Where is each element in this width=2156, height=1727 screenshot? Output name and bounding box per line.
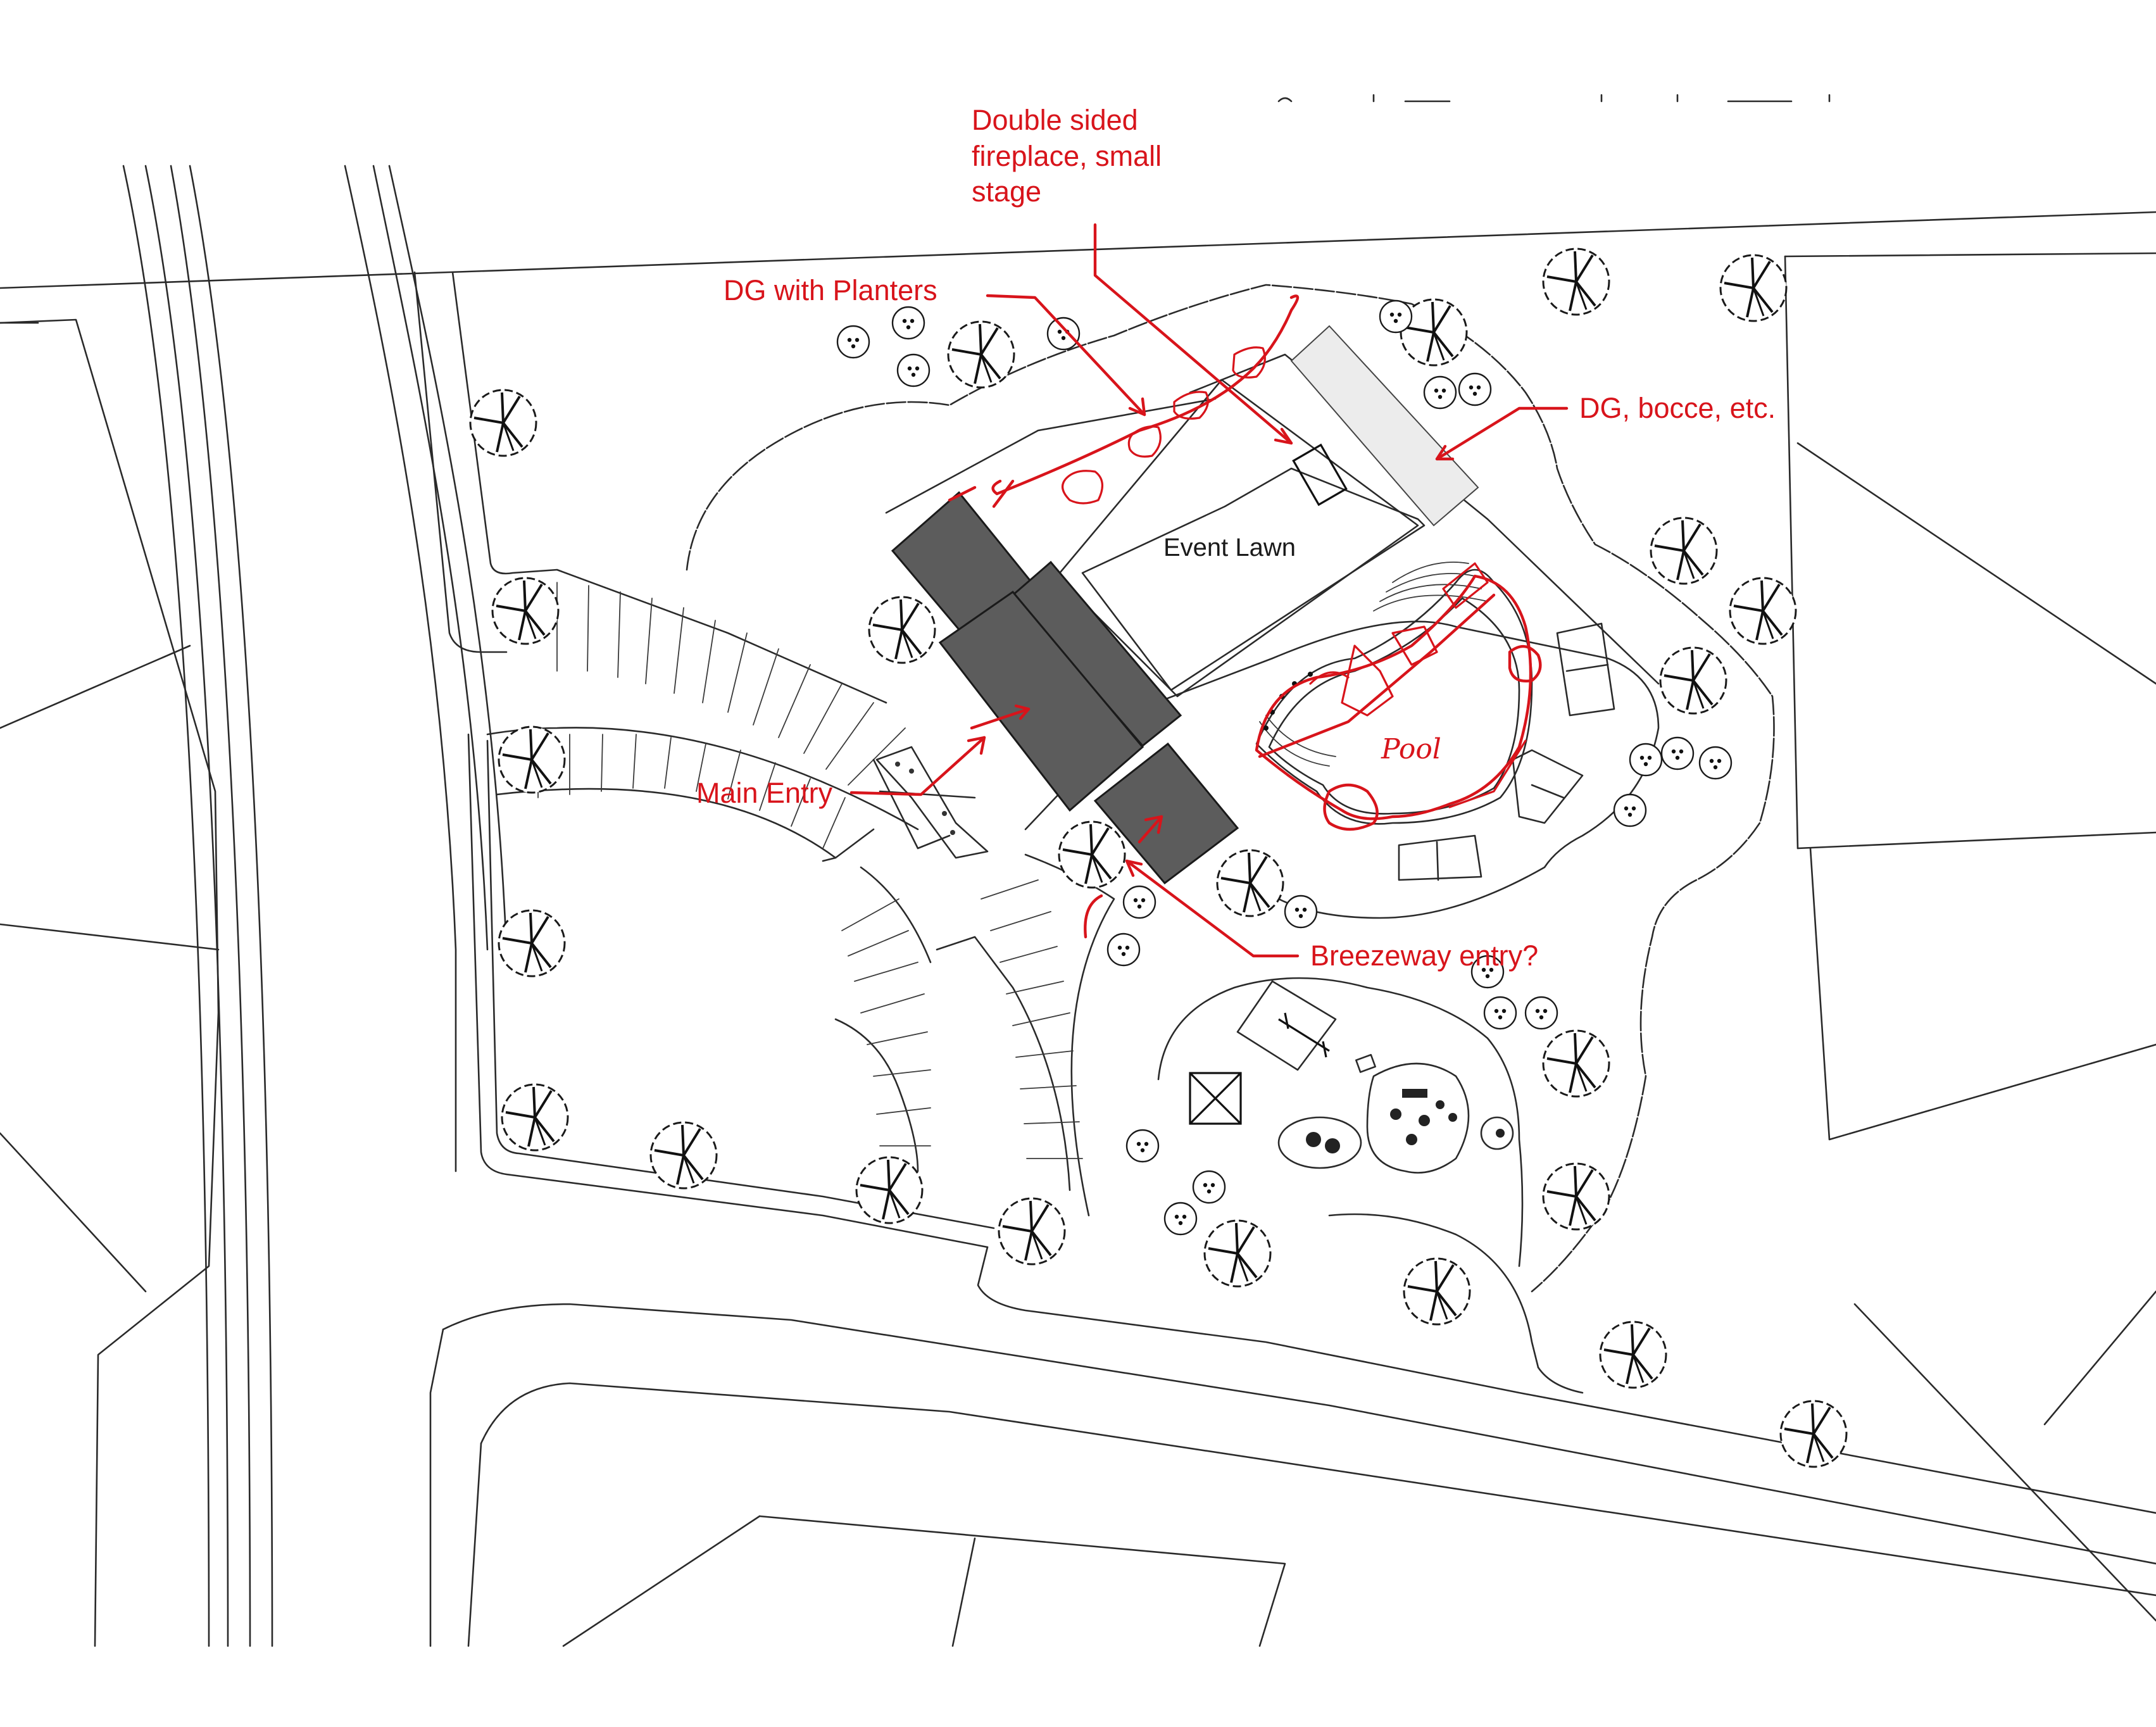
pool-label: Pool <box>1381 733 1441 765</box>
parking-lot <box>486 582 1115 1217</box>
dg-bocce-label: DG, bocce, etc. <box>1579 392 1776 424</box>
event-lawn: Event Lawn <box>1056 379 1426 698</box>
bollards <box>895 762 955 835</box>
main-entry-label: Main Entry <box>696 777 833 809</box>
hedge-outline <box>686 284 1775 1293</box>
breezeway-label: Breezeway entry? <box>1310 939 1538 972</box>
annotation-labels: Double sided fireplace, small stage DG w… <box>696 104 1776 972</box>
parcel-lines <box>0 211 2156 1647</box>
clubhouse-building <box>891 491 1239 885</box>
fireplace <box>1292 443 1348 506</box>
fireplace-label-line3: stage <box>972 175 1041 208</box>
top-edge-marks <box>1277 94 1831 103</box>
fireplace-label-line2: fireplace, small <box>972 140 1162 172</box>
highway-lines <box>122 165 508 1647</box>
entry-roads <box>413 271 2156 1647</box>
entry-plaza <box>875 746 989 859</box>
playground <box>1157 977 1524 1267</box>
event-lawn-label: Event Lawn <box>1163 534 1296 562</box>
pool-area: Pool <box>1255 562 1615 881</box>
dg-planters-label: DG with Planters <box>724 274 937 306</box>
red-markup <box>849 223 1569 958</box>
bocce-gravel-area <box>1290 325 1479 527</box>
fireplace-label-line1: Double sided <box>972 104 1138 136</box>
